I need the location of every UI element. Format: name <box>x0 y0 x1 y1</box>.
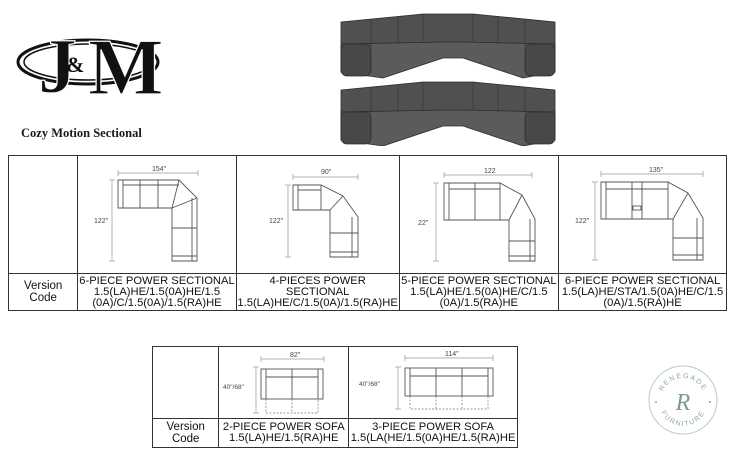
svg-text:122": 122" <box>269 218 284 225</box>
empty-header-cell <box>7 155 79 274</box>
empty-header-cell <box>151 346 220 419</box>
sofa-diagram-2pc: 82" 40"/68" <box>223 352 325 413</box>
version-code-2pc-sofa: 2-PIECE POWER SOFA 1.5(LA)HE/1.5(RA)HE <box>218 418 350 448</box>
bottom-spec-table: 82" 40"/68" 114" 40"/ <box>151 346 518 448</box>
sectional-diagram-5pc: 122 22" <box>418 168 536 261</box>
svg-text:122": 122" <box>575 218 590 225</box>
item-title: 3-PIECE POWER SOFA <box>372 421 494 433</box>
svg-text:J: J <box>38 22 77 98</box>
svg-text:&: & <box>66 52 84 77</box>
sectional-diagram-6pc-sta: 135" 122" <box>575 167 704 260</box>
version-code-label: Version Code <box>7 273 79 311</box>
sectional-diagram-6pc: 154" 122" <box>94 166 199 261</box>
svg-text:M: M <box>88 24 161 98</box>
svg-text:122": 122" <box>94 218 109 225</box>
top-spec-table: 154" 122" 90" 122" <box>7 155 727 311</box>
diagram-cell-3pc-sofa: 114" 40"/68" <box>348 346 518 419</box>
svg-text:90": 90" <box>321 169 332 176</box>
svg-text:82": 82" <box>290 352 301 359</box>
product-title: Cozy Motion Sectional <box>21 126 142 140</box>
item-code-line2: (0A)/1.5(RA)HE <box>603 296 682 309</box>
sectional-sofa-photos <box>340 13 556 146</box>
svg-text:40"/68": 40"/68" <box>359 381 381 388</box>
item-title: 2-PIECE POWER SOFA <box>222 421 345 433</box>
renegade-furniture-badge: RENEGADE FURNITURE R <box>648 365 718 435</box>
version-code-6pc-b: 6-PIECE POWER SECTIONAL 1.5(LA)HE/STA/1.… <box>558 273 727 311</box>
item-title: 4-PIECES POWER SECTIONAL <box>269 274 366 298</box>
diagram-cell-4pc: 90" 122" <box>235 155 400 274</box>
version-code-3pc-sofa: 3-PIECE POWER SOFA 1.5(LA(HE/1.5(0A)HE/1… <box>348 418 518 448</box>
item-code-line2: (0A)/C/1.5(0A)/1.5(RA)HE <box>92 296 222 309</box>
svg-text:135": 135" <box>649 167 664 174</box>
version-code-6pc-a: 6-PIECE POWER SECTIONAL 1.5(LA)HE/1.5(0A… <box>77 273 237 311</box>
svg-text:122: 122 <box>484 168 496 175</box>
item-code-line1: 1.5(LA)HE/1.5(RA)HE <box>229 432 339 444</box>
svg-text:40"/68": 40"/68" <box>223 384 245 391</box>
svg-text:22": 22" <box>418 220 429 227</box>
item-code-line1: 1.5(LA)HE/C/1.5(0A)/1.5(RA)HE <box>237 296 398 309</box>
item-code-line1: 1.5(LA)HE/STA/1.5(0A)HE/C/1.5 <box>561 285 724 298</box>
diagram-cell-5pc: 122 22" <box>398 155 560 274</box>
svg-text:R: R <box>675 390 691 416</box>
sectional-diagram-4pc: 90" 122" <box>269 169 359 257</box>
version-code-label: Version Code <box>151 418 220 448</box>
jm-logo: J & M <box>16 21 161 98</box>
svg-text:114": 114" <box>445 351 459 358</box>
item-title: 6-PIECE POWER SECTIONAL <box>79 274 235 287</box>
version-code-5pc: 5-PIECE POWER SECTIONAL 1.5(LA)HE/1.5(0A… <box>398 273 560 311</box>
item-title: 6-PIECE POWER SECTIONAL <box>564 274 721 287</box>
diagram-cell-6pc-a: 154" 122" <box>77 155 237 274</box>
item-code-line1: 1.5(LA(HE/1.5(0A)HE/1.5(RA)HE <box>350 432 516 444</box>
item-code-line1: 1.5(LA)HE/1.5(0A)HE/1.5 <box>93 285 221 298</box>
svg-text:154": 154" <box>152 166 167 173</box>
version-code-4pc: 4-PIECES POWER SECTIONAL 1.5(LA)HE/C/1.5… <box>235 273 400 311</box>
sofa-diagram-3pc: 114" 40"/68" <box>359 351 494 409</box>
item-code-line1: 1.5(LA)HE/1.5(0A)HE/C/1.5 <box>410 285 548 298</box>
diagram-cell-6pc-b: 135" 122" <box>558 155 727 274</box>
item-code-line2: (0A)/1.5(RA)HE <box>439 296 519 309</box>
item-title: 5-PIECE POWER SECTIONAL <box>401 274 557 287</box>
diagram-cell-2pc-sofa: 82" 40"/68" <box>218 346 350 419</box>
